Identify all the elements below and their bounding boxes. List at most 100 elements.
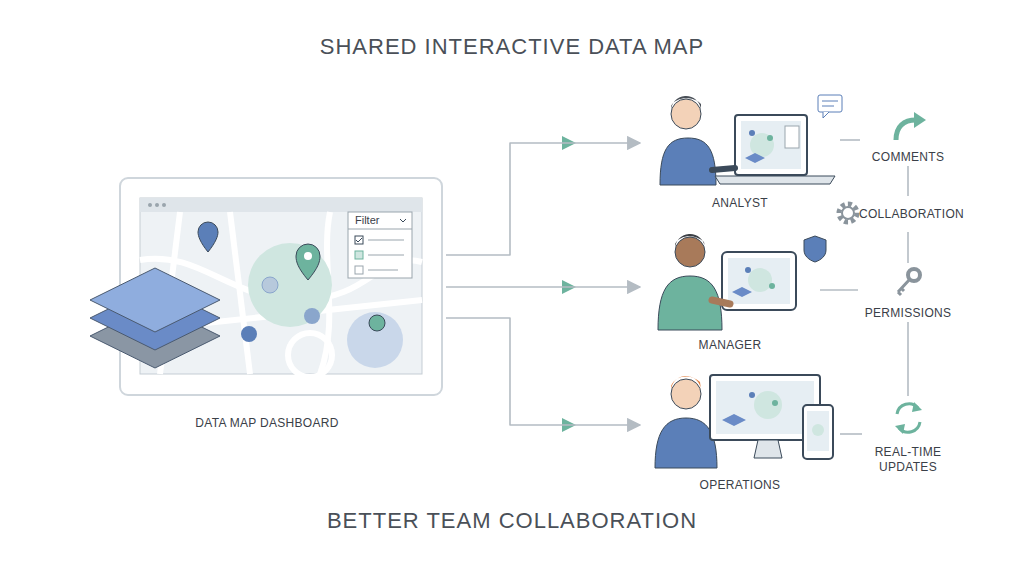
feature-node: REAL-TIME UPDATES xyxy=(862,398,954,474)
operations-figure-part xyxy=(772,400,778,406)
analyst-figure-part xyxy=(715,176,835,184)
filter-dropdown-part xyxy=(356,238,362,242)
persona-node: OPERATIONS xyxy=(640,368,840,492)
map-areas-part xyxy=(347,312,403,368)
layer-stack-part xyxy=(90,268,220,332)
filter-dropdown-part xyxy=(355,266,363,274)
analyst-figure-part xyxy=(818,95,842,112)
filter-dropdown-part xyxy=(348,212,412,278)
connector xyxy=(446,143,640,255)
filter-label: Filter xyxy=(355,214,379,226)
feature-icons-part xyxy=(842,207,854,219)
manager-figure-part xyxy=(804,236,826,262)
filter-dropdown-part xyxy=(368,255,404,256)
diagram-caption: BETTER TEAM COLLABORATION xyxy=(0,508,1024,534)
node-label: COLLABORATION xyxy=(859,207,964,221)
connector xyxy=(446,286,640,288)
analyst-figure-part xyxy=(660,138,716,185)
analyst-figure-part xyxy=(749,130,755,136)
analyst-figure-part xyxy=(822,101,838,102)
analyst-figure-part xyxy=(671,99,701,129)
diagram-title: SHARED INTERACTIVE DATA MAP xyxy=(0,34,1024,60)
connector xyxy=(907,232,909,263)
map-pins-part xyxy=(304,252,312,260)
map-roads-part xyxy=(288,333,332,377)
operations-figure-part xyxy=(807,411,829,451)
map-pins-part xyxy=(296,244,320,280)
operations-figure-part xyxy=(671,379,701,409)
feature-node: PERMISSIONS xyxy=(858,265,958,320)
feature-node: COMMENTS xyxy=(860,110,956,164)
map-pins xyxy=(198,222,320,280)
operations-figure-part xyxy=(754,440,782,458)
manager-figure-part xyxy=(732,287,752,297)
map-pins-part xyxy=(198,222,218,252)
operations-figure-part xyxy=(655,418,717,468)
map-areas-part xyxy=(304,308,320,324)
operations-figure-part xyxy=(812,424,824,436)
node-label: COMMENTS xyxy=(872,150,944,164)
analyst-figure-part xyxy=(671,96,701,112)
connector xyxy=(820,289,858,291)
connector xyxy=(446,318,640,425)
feature-icons-part xyxy=(839,204,857,222)
analyst-figure-part xyxy=(745,153,765,163)
manager-figure-part xyxy=(712,300,730,304)
node-label: PERMISSIONS xyxy=(865,306,952,320)
map-roads-part xyxy=(230,212,250,374)
dashboard-frame-part xyxy=(162,203,166,207)
persona-node: MANAGER xyxy=(640,230,820,352)
manager-figure-part xyxy=(675,237,705,267)
manager-figure-part xyxy=(769,283,775,289)
operations-figure-part xyxy=(754,391,782,419)
feature-icons-part xyxy=(914,112,926,128)
persona-node: ANALYST xyxy=(640,90,840,210)
node-label: MANAGER xyxy=(699,338,762,352)
dashboard-frame-part xyxy=(155,203,159,207)
analyst-figure-part xyxy=(785,126,799,148)
operations-figure-part xyxy=(671,376,701,392)
dashboard-node: DATA MAP DASHBOARD xyxy=(88,175,446,430)
operations-figure-part xyxy=(722,414,746,426)
map-areas-part xyxy=(248,243,332,327)
feature-icons-part xyxy=(896,120,916,140)
operations-figure-part xyxy=(749,392,755,398)
operations-figure-part xyxy=(716,381,814,434)
connector xyxy=(840,139,860,141)
analyst-figure-part xyxy=(822,106,834,107)
filter-dropdown-part xyxy=(368,270,398,271)
feature-icons-part xyxy=(898,279,910,295)
filter-dropdown-part xyxy=(348,229,412,230)
connector xyxy=(907,166,909,196)
connector xyxy=(840,433,862,435)
map-areas-part xyxy=(369,315,385,331)
manager-figure-part xyxy=(728,258,790,304)
manager-figure-part xyxy=(745,267,751,273)
filter-dropdown-part xyxy=(400,219,406,222)
analyst-figure-part xyxy=(750,133,774,157)
filter-dropdown-part xyxy=(355,251,363,259)
node-label: REAL-TIME UPDATES xyxy=(868,445,948,474)
node-label: DATA MAP DASHBOARD xyxy=(195,416,338,430)
analyst-figure-part xyxy=(767,135,773,141)
feature-node: COLLABORATION xyxy=(828,198,968,230)
node-label: OPERATIONS xyxy=(700,478,781,492)
filter-dropdown-part xyxy=(368,240,404,241)
filter-dropdown-part xyxy=(355,236,363,244)
manager-figure-part xyxy=(748,268,772,292)
feature-icons-part xyxy=(895,424,905,434)
feature-icons-part xyxy=(912,402,922,412)
map-areas-part xyxy=(262,277,278,293)
operations-figure-part xyxy=(803,405,833,459)
analyst-figure-part xyxy=(712,168,735,170)
layer-stack xyxy=(90,268,220,368)
dashboard-frame-part xyxy=(140,198,422,212)
analyst-figure-part xyxy=(741,121,801,169)
flow-markers xyxy=(562,136,576,432)
node-label: ANALYST xyxy=(712,196,768,210)
operations-figure xyxy=(655,375,833,468)
filter-dropdown xyxy=(348,212,412,278)
map-areas-part xyxy=(241,326,257,342)
